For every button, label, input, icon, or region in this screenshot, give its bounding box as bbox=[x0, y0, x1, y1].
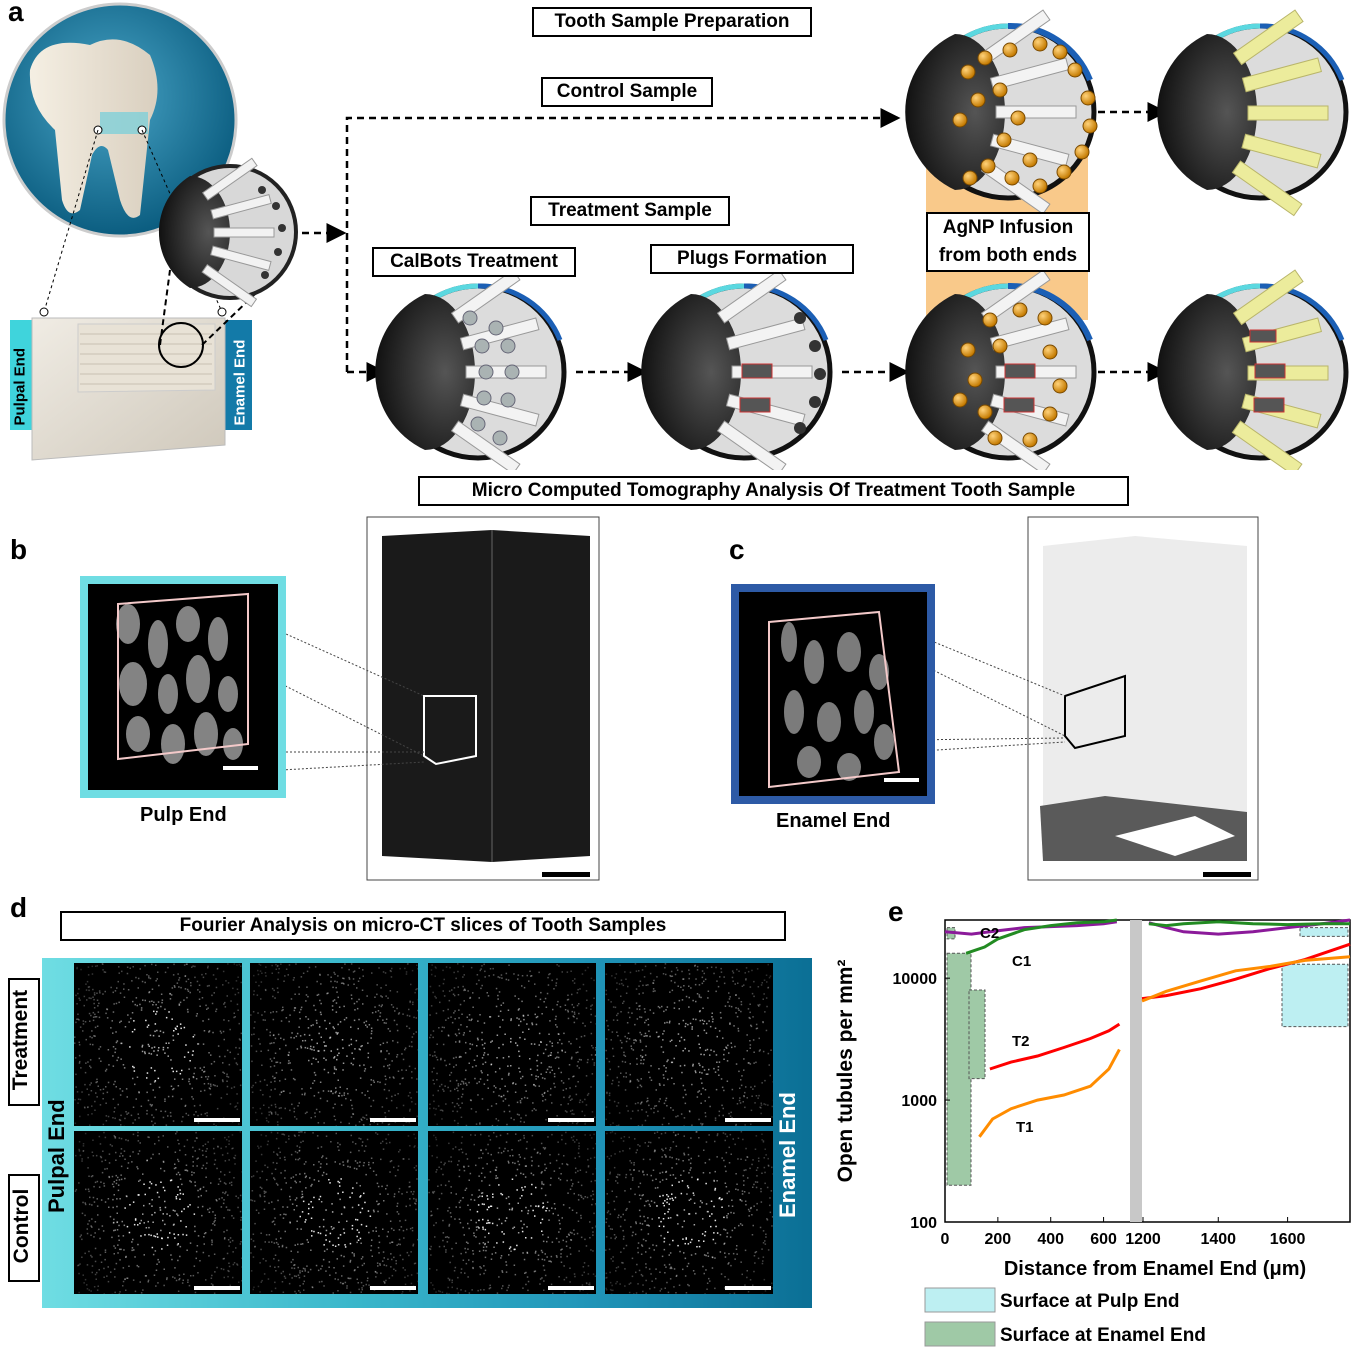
series-label-T1: T1 bbox=[1016, 1119, 1034, 1136]
pulp-end-volume bbox=[286, 516, 600, 881]
pulp-end-microct-image bbox=[88, 584, 278, 790]
fft-image bbox=[74, 963, 242, 1126]
agnp-infusion-label: AgNP Infusion from both ends bbox=[926, 212, 1090, 272]
legend-label: Surface at Pulp End bbox=[1000, 1291, 1179, 1312]
series-line-C1 bbox=[1148, 920, 1350, 928]
tooth-prep-title: Tooth Sample Preparation bbox=[532, 7, 812, 37]
pulp-end-caption: Pulp End bbox=[140, 804, 227, 826]
treatment-row-box bbox=[8, 978, 40, 1106]
axis-break-band bbox=[1130, 920, 1142, 1222]
enamel-end-label: Enamel End bbox=[231, 339, 249, 426]
fourier-title: Fourier Analysis on micro-CT slices of T… bbox=[60, 911, 786, 941]
y-tick-label: 10000 bbox=[893, 971, 938, 988]
x-tick-label: 400 bbox=[1037, 1231, 1064, 1248]
fft-image bbox=[428, 963, 596, 1126]
control-agnp-disk bbox=[905, 9, 1098, 215]
x-tick-label: 1400 bbox=[1200, 1231, 1236, 1248]
x-tick-label: 1200 bbox=[1125, 1231, 1161, 1248]
y-tick-label: 1000 bbox=[901, 1093, 937, 1110]
panel-label-a: a bbox=[8, 0, 24, 27]
fft-image bbox=[250, 963, 418, 1126]
x-tick-label: 1600 bbox=[1270, 1231, 1306, 1248]
panel-a-schematic bbox=[2, 2, 1349, 470]
agnp-line-1: AgNP Infusion bbox=[942, 217, 1074, 238]
panel-label-b: b bbox=[10, 534, 28, 565]
microct-title: Micro Computed Tomography Analysis Of Tr… bbox=[418, 476, 1129, 506]
treatment-agnp-disk bbox=[905, 269, 1097, 470]
series-line-C1 bbox=[965, 918, 1118, 955]
fft-image bbox=[428, 1131, 596, 1294]
legend-swatch bbox=[924, 1287, 996, 1313]
enamel-end-frame bbox=[731, 584, 935, 804]
x-tick-label: 0 bbox=[941, 1231, 950, 1248]
control-row-box bbox=[8, 1174, 40, 1282]
fft-image bbox=[74, 1131, 242, 1294]
treatment-sample-label: Treatment Sample bbox=[530, 196, 730, 226]
control-row-label: Control bbox=[10, 1188, 33, 1264]
series-label-T2: T2 bbox=[1012, 1033, 1030, 1050]
pulpal-end-side-label: Pulpal End bbox=[44, 1099, 69, 1213]
series-line-T1 bbox=[1141, 955, 1351, 1003]
enamel-surface-box bbox=[946, 952, 972, 1186]
pulp-surface-box bbox=[1299, 927, 1349, 937]
calbots-treatment-disk bbox=[375, 269, 567, 470]
control-result-disk bbox=[1157, 9, 1349, 217]
fft-image bbox=[605, 963, 773, 1126]
enamel-end-microct-image bbox=[739, 592, 927, 796]
x-tick-label: 600 bbox=[1090, 1231, 1117, 1248]
y-tick-label: 100 bbox=[910, 1215, 937, 1232]
treatment-result-disk bbox=[1157, 269, 1349, 470]
fft-image bbox=[250, 1131, 418, 1294]
pulp-surface-box bbox=[1281, 963, 1349, 1028]
y-axis-label: Open tubules per mm² bbox=[834, 960, 857, 1183]
series-label-C1: C1 bbox=[1012, 953, 1031, 970]
enamel-surface-box bbox=[968, 989, 986, 1080]
panel-label-c: c bbox=[729, 534, 745, 565]
enamel-end-volume bbox=[935, 516, 1259, 881]
x-tick-label: 200 bbox=[985, 1231, 1012, 1248]
panel-label-e: e bbox=[888, 896, 904, 927]
pulpal-end-label: Pulpal End bbox=[11, 347, 29, 426]
plugs-formation-disk bbox=[641, 269, 833, 470]
plot-frame bbox=[944, 919, 1351, 1223]
x-axis-label: Distance from Enamel End (μm) bbox=[1004, 1258, 1306, 1280]
agnp-line-2: from both ends bbox=[938, 245, 1078, 266]
plugs-formation-label: Plugs Formation bbox=[650, 244, 854, 274]
series-line-T1 bbox=[978, 1048, 1121, 1138]
series-line-T2 bbox=[989, 1022, 1121, 1071]
legend-swatch bbox=[924, 1321, 996, 1347]
legend-label: Surface at Enamel End bbox=[1000, 1325, 1206, 1346]
control-sample-label: Control Sample bbox=[541, 77, 713, 107]
fft-image bbox=[605, 1131, 773, 1294]
magnified-tubules-icon bbox=[158, 157, 298, 308]
enamel-end-caption: Enamel End bbox=[776, 810, 891, 832]
pulp-end-frame bbox=[80, 576, 286, 798]
series-label-C2: C2 bbox=[980, 925, 999, 942]
enamel-end-side-label: Enamel End bbox=[775, 1092, 800, 1218]
treatment-row-label: Treatment bbox=[9, 989, 32, 1091]
panel-label-d: d bbox=[10, 892, 28, 923]
calbots-treatment-label: CalBots Treatment bbox=[372, 247, 576, 277]
